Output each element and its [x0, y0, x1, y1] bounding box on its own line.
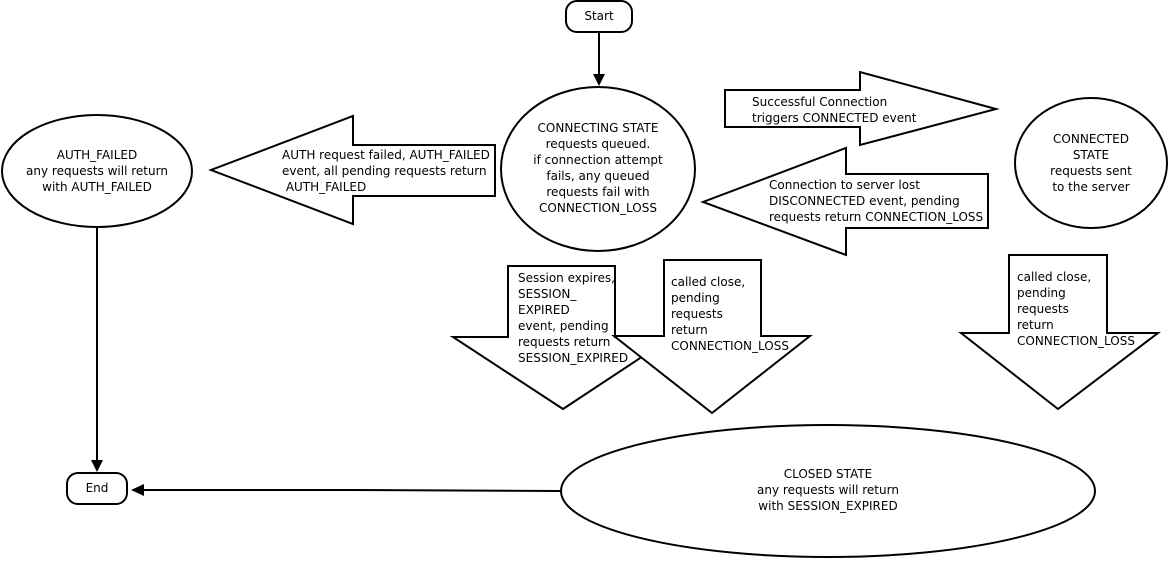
start-to-connecting-arrowhead [593, 74, 605, 86]
auth-failed-transition-label: AUTH request failed, AUTH_FAILED event, … [282, 148, 490, 194]
start-label: Start [584, 9, 614, 23]
connecting-state-label: CONNECTING STATE requests queued. if con… [533, 121, 663, 215]
closed-to-end-connector [144, 489, 562, 492]
end-label: End [85, 481, 109, 495]
connected-close-label: called close, pending requests return CO… [1017, 270, 1135, 348]
connection-lost-arrow [700, 146, 989, 257]
connecting-close-label: called close, pending requests return CO… [671, 275, 789, 353]
end-node [66, 472, 128, 505]
successful-connection-label: Successful Connection triggers CONNECTED… [752, 95, 917, 125]
closed-state-label: CLOSED STATE any requests will return wi… [757, 467, 899, 513]
connected-state-label: CONNECTED STATE requests sent to the ser… [1050, 132, 1132, 194]
connecting-close-arrow [611, 259, 813, 415]
session-expires-arrow [449, 265, 676, 411]
closed-to-end-arrowhead [131, 484, 144, 496]
session-expires-label: Session expires, SESSION_ EXPIRED event,… [518, 271, 629, 365]
connected-close-arrow [958, 254, 1161, 411]
connected-state-node [1014, 97, 1168, 229]
auth-failed-arrow [208, 114, 496, 226]
connecting-state-node [500, 86, 696, 252]
auth-failed-state-label: AUTH_FAILED any requests will return wit… [26, 148, 168, 194]
auth-failed-to-end-arrowhead [91, 460, 103, 472]
successful-connection-arrow [724, 70, 1000, 147]
connection-lost-label: Connection to server lost DISCONNECTED e… [769, 178, 984, 224]
